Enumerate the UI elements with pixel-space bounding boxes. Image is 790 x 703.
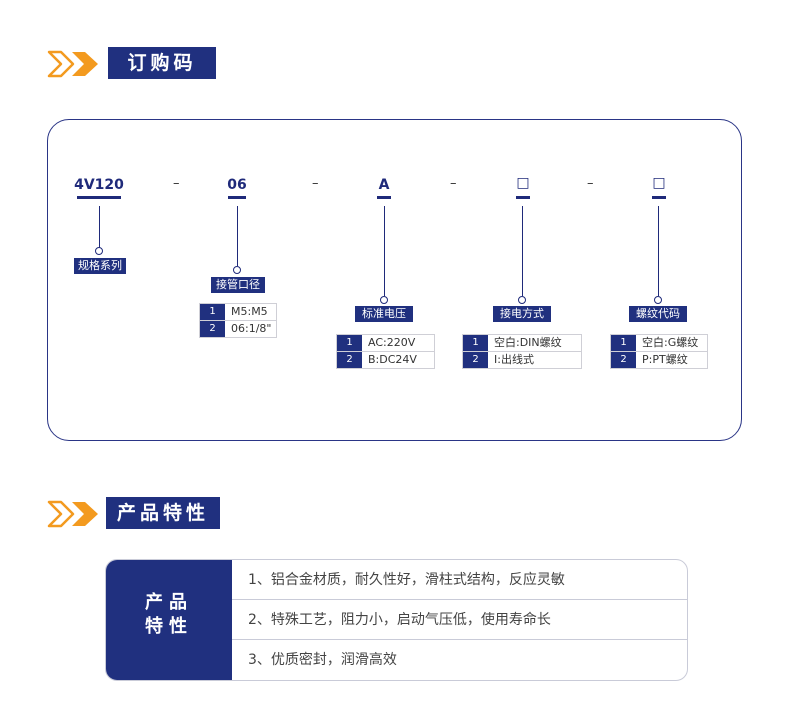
connector-line: [384, 206, 385, 296]
separator: –: [450, 176, 457, 191]
separator: –: [173, 176, 180, 191]
separator: –: [587, 176, 594, 191]
label-port-size: 接管口径: [211, 277, 265, 293]
code-series: 4V120: [74, 177, 124, 193]
double-chevron-icon: [47, 50, 98, 78]
connector-line: [522, 206, 523, 296]
connector-dot: [95, 247, 103, 255]
code-port-size: 06: [227, 177, 247, 193]
connector-dot: [233, 266, 241, 274]
feature-item: 1、铝合金材质，耐久性好，滑柱式结构，反应灵敏: [232, 560, 687, 600]
connector-dot: [380, 296, 388, 304]
order-code-card: [47, 119, 742, 441]
connector-dot: [518, 296, 526, 304]
code-underline: [377, 196, 391, 199]
code-underline: [516, 196, 530, 199]
code-underline: [652, 196, 666, 199]
code-connection: □: [516, 175, 530, 191]
connector-line: [237, 206, 238, 266]
features-table: 产品 特性 1、铝合金材质，耐久性好，滑柱式结构，反应灵敏 2、特殊工艺，阻力小…: [105, 559, 688, 681]
connector-line: [658, 206, 659, 296]
features-title: 产品特性: [106, 497, 220, 529]
code-underline: [77, 196, 121, 199]
feature-item: 2、特殊工艺，阻力小，启动气压低，使用寿命长: [232, 600, 687, 640]
label-series: 规格系列: [74, 258, 126, 274]
double-chevron-icon: [47, 500, 98, 528]
connector-dot: [654, 296, 662, 304]
order-code-title: 订购码: [108, 47, 216, 79]
label-voltage: 标准电压: [355, 306, 413, 322]
code-underline: [228, 196, 246, 199]
code-thread: □: [652, 175, 666, 191]
connector-line: [99, 206, 100, 248]
feature-item: 3、优质密封，润滑高效: [248, 652, 397, 668]
code-voltage: A: [378, 177, 390, 193]
features-label: 产品 特性: [106, 560, 232, 680]
separator: –: [312, 176, 319, 191]
label-connection: 接电方式: [493, 306, 551, 322]
label-thread: 螺纹代码: [629, 306, 687, 322]
